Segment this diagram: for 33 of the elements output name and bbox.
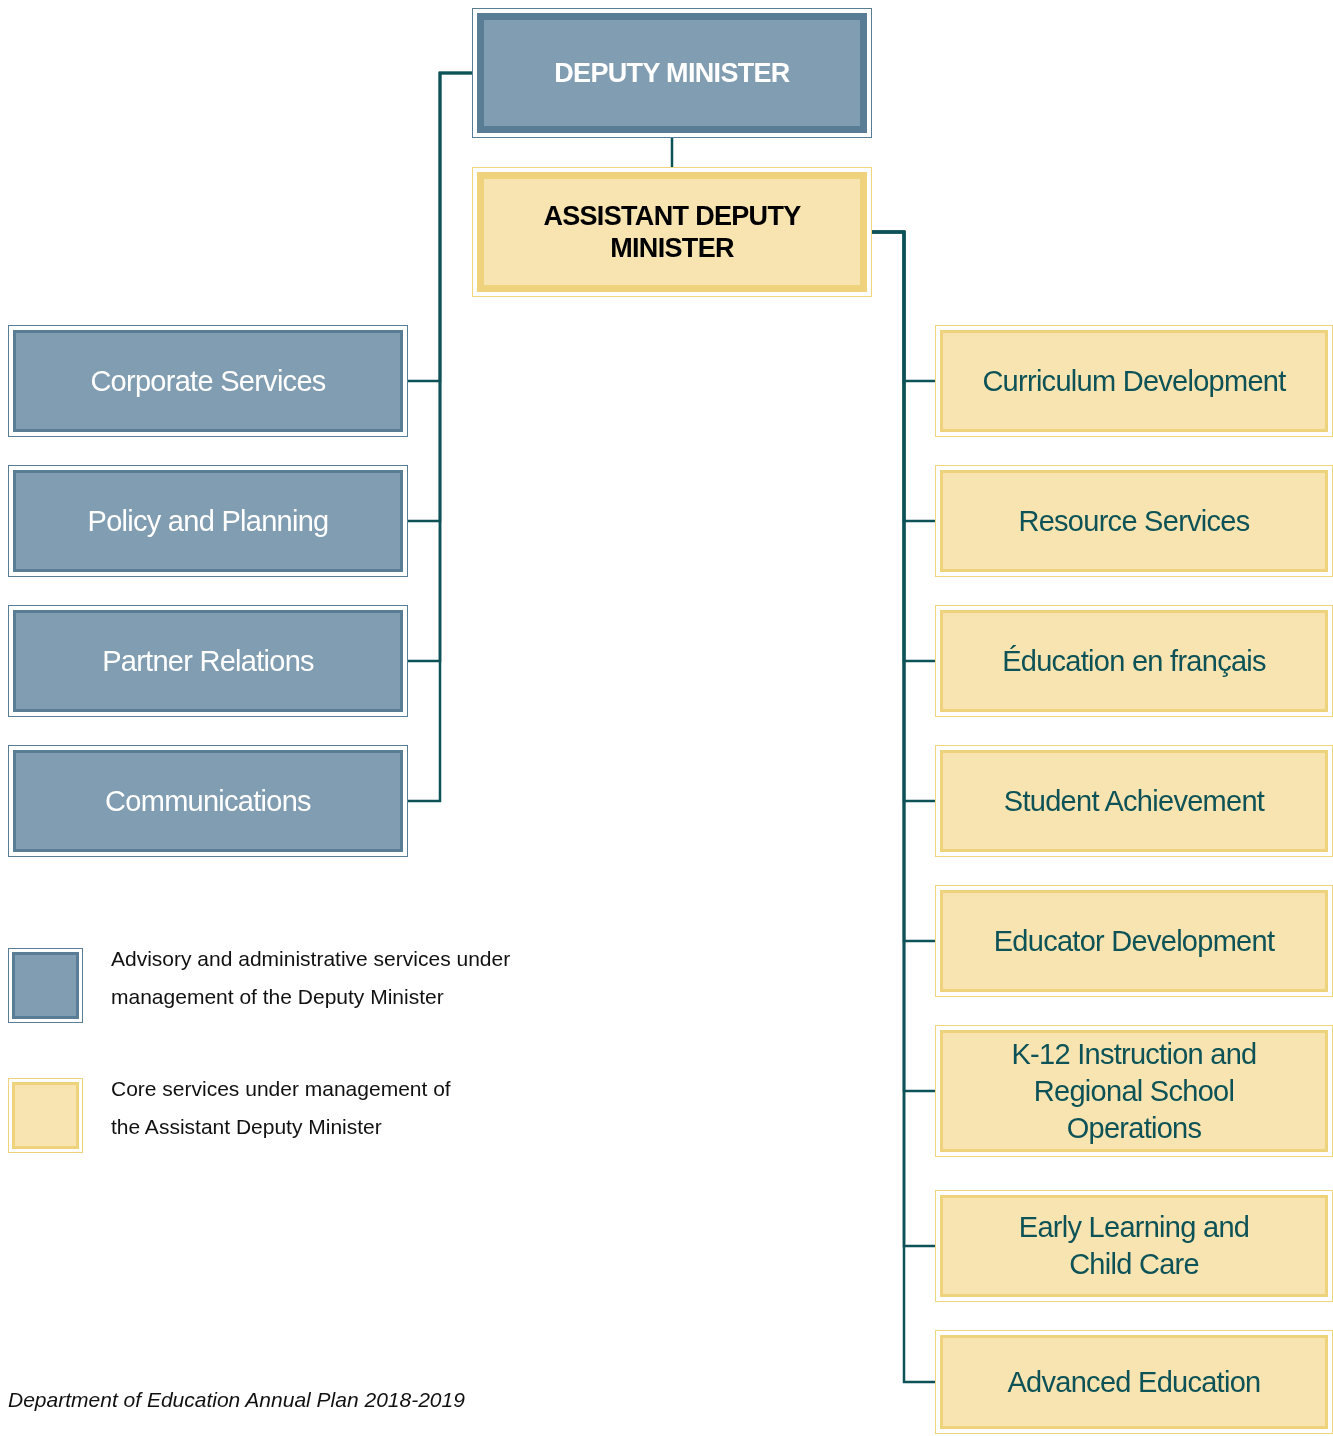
org-box <box>472 8 872 138</box>
box-label: K-12 Instruction and Regional School Operations <box>1010 1036 1258 1146</box>
org-box <box>472 167 872 297</box>
org-box <box>8 465 408 577</box>
legend-text: Advisory and administrative services under management of the Deputy Minister <box>111 946 512 1010</box>
box-label: Student Achievement <box>1003 783 1265 819</box>
box-label: Curriculum Development <box>982 363 1286 399</box>
box-label: Communications <box>105 783 311 819</box>
box-label: Early Learning and Child Care <box>1017 1210 1251 1282</box>
connector-line <box>670 138 674 167</box>
org-box <box>8 325 408 437</box>
org-box <box>935 745 1333 857</box>
org-box <box>935 605 1333 717</box>
box-label: Advanced Education <box>1007 1364 1261 1400</box>
org-box <box>935 1190 1333 1302</box>
box-label: Partner Relations <box>102 643 314 679</box>
box-label: Policy and Planning <box>87 503 329 539</box>
box-label: ASSISTANT DEPUTY MINISTER <box>542 200 802 264</box>
org-box <box>935 325 1333 437</box>
org-box <box>935 1330 1333 1434</box>
org-box <box>8 605 408 717</box>
box-label: Educator Development <box>993 923 1275 959</box>
connector-line <box>408 71 472 803</box>
org-box <box>935 885 1333 997</box>
box-label: Éducation en français <box>1002 643 1266 679</box>
legend-text: Core services under management of the Assistant Deputy Minister <box>111 1076 452 1140</box>
org-box <box>935 465 1333 577</box>
box-label: Resource Services <box>1018 503 1250 539</box>
box-label: DEPUTY MINISTER <box>554 57 790 89</box>
org-box <box>935 1025 1333 1157</box>
org-box <box>8 745 408 857</box>
box-label: Corporate Services <box>90 363 326 399</box>
caption: Department of Education Annual Plan 2018-2019 <box>8 1387 465 1413</box>
